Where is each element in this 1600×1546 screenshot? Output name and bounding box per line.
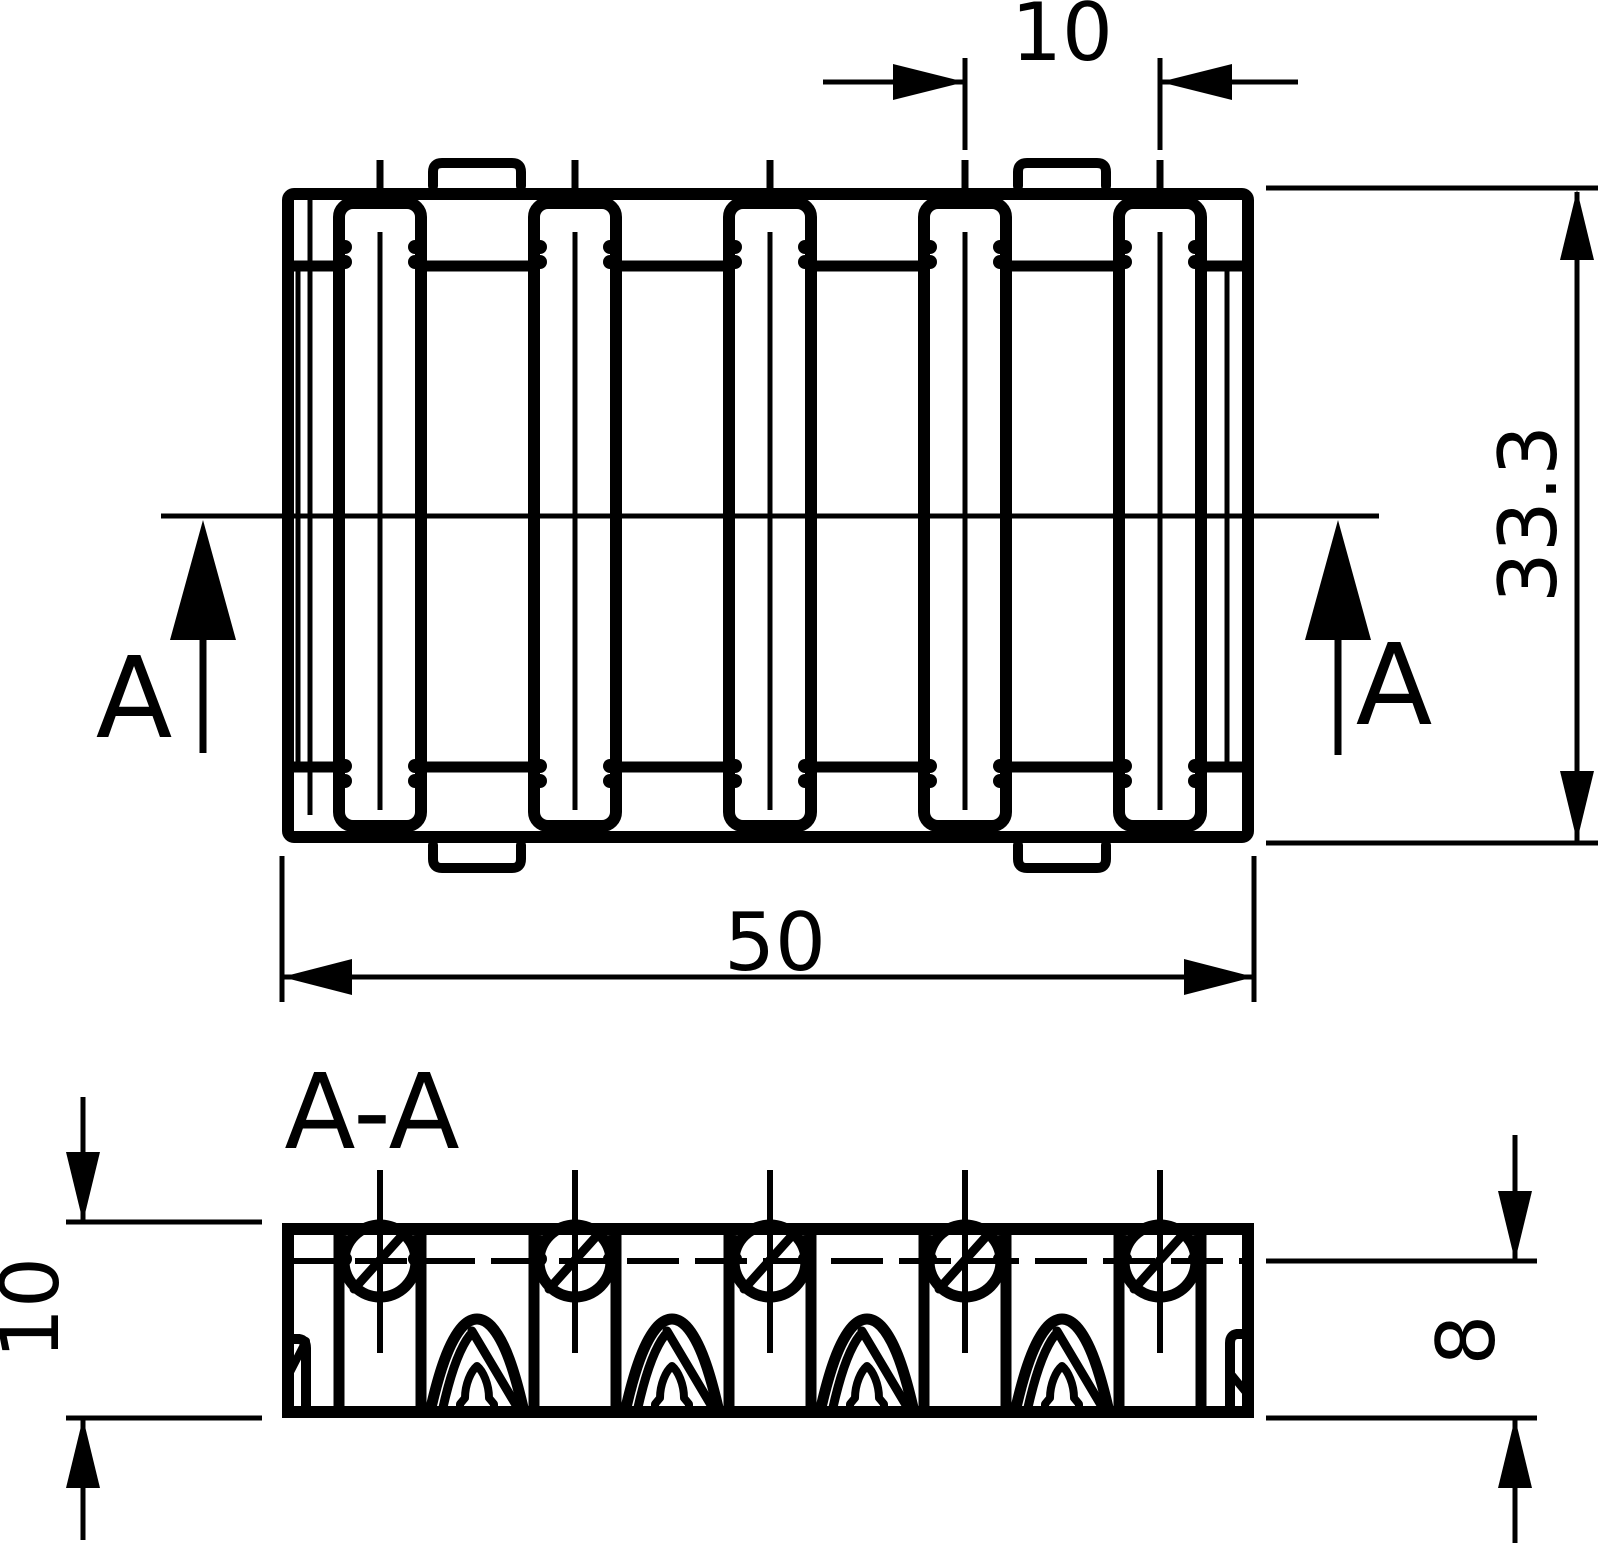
dim-pitch-value: 10 <box>1011 0 1113 79</box>
section-label-left: A <box>96 634 173 764</box>
left-end-step <box>283 1334 311 1417</box>
section-arrow-left <box>170 520 236 753</box>
section-view: A-A <box>0 1051 1537 1543</box>
bottom-tab-right <box>1018 845 1106 868</box>
section-arrow-right <box>1305 520 1371 755</box>
dimension-pitch: 10 <box>823 0 1298 150</box>
dim-section-height-value: 10 <box>0 1257 77 1359</box>
dim-width-value: 50 <box>724 896 826 989</box>
dimension-height: 33.3 <box>1266 185 1598 846</box>
dim-height-value: 33.3 <box>1482 425 1575 603</box>
top-tab-right <box>1018 163 1106 186</box>
dim-section-depth-value: 8 <box>1420 1315 1513 1366</box>
bottom-tab-left <box>433 845 521 868</box>
dimension-section-depth: 8 <box>1266 1135 1537 1543</box>
section-view-title: A-A <box>284 1051 459 1173</box>
side-wall-edges <box>295 196 1230 815</box>
right-end-step <box>1225 1329 1253 1417</box>
section-cut-line: A A <box>96 513 1433 764</box>
pole-channels <box>338 160 1202 826</box>
section-label-right: A <box>1356 621 1433 751</box>
dimension-section-height: 10 <box>0 1097 262 1540</box>
dimension-width: 50 <box>279 856 1257 1002</box>
front-view: A A 10 33.3 50 <box>96 0 1598 1002</box>
top-tab-left <box>433 163 521 186</box>
